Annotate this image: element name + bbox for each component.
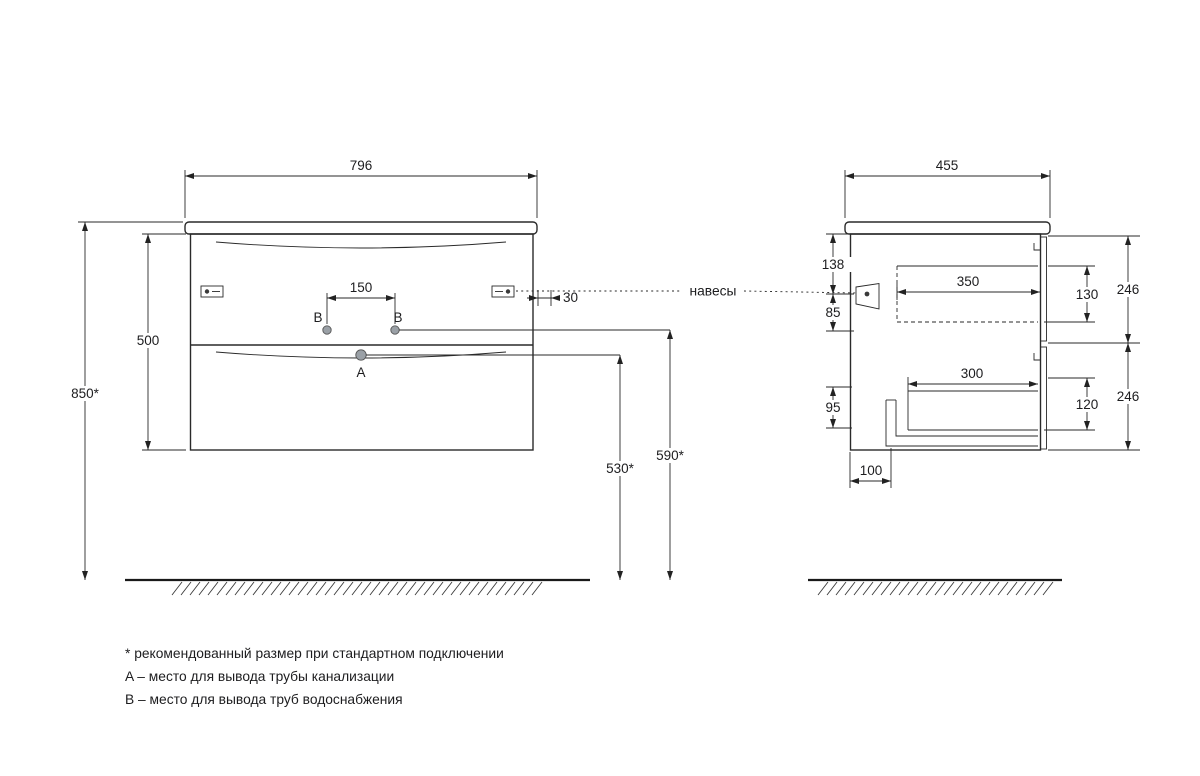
dim-drawer-bottom-depth: 300 [907, 366, 1038, 391]
dim-front-panel-bottom: 246 [1048, 343, 1147, 451]
dim-hanger-top-offset: 138 [814, 233, 854, 295]
dim-drain-offset: 100 [849, 448, 892, 488]
front-hanger-left [200, 285, 224, 298]
dim-drawer-top-depth: 350 [896, 274, 1040, 300]
point-a-label: A [356, 365, 365, 380]
dim-drain-height-label: 530* [606, 461, 635, 476]
point-b2-label: B [393, 310, 402, 325]
hangers-callout-label: навесы [690, 284, 737, 299]
dim-front-height-label: 500 [137, 333, 160, 348]
drain-outlet-a [355, 349, 367, 361]
dim-hanger-offset: 30 [527, 290, 578, 306]
water-outlet-b1 [322, 325, 332, 335]
side-drawer-front-top [1040, 236, 1047, 342]
dim-front-panel-bottom-label: 246 [1117, 389, 1140, 404]
footnotes: * рекомендованный размер при стандартном… [125, 646, 504, 707]
side-cabinet-body [849, 233, 1042, 451]
dim-hanger-gap: 85 [818, 294, 854, 332]
dim-side-depth-label: 455 [936, 158, 959, 173]
side-countertop [844, 221, 1051, 235]
dim-front-panel-top-label: 246 [1117, 282, 1140, 297]
side-view: 455 138 85 350 [814, 158, 1147, 488]
dim-drawer-top-height-label: 130 [1076, 287, 1099, 302]
front-hanger-right [491, 285, 515, 298]
footnote-point-b: B – место для вывода труб водоснабжения [125, 692, 403, 707]
dim-water-height: 590* [399, 329, 692, 580]
dim-outlets-spacing: 150 [326, 280, 396, 324]
dim-outlets-spacing-label: 150 [350, 280, 373, 295]
hangers-callout: навесы [516, 284, 859, 299]
dim-drain-offset-label: 100 [860, 463, 883, 478]
dim-hanger-gap-label: 85 [825, 305, 840, 320]
front-countertop [184, 221, 538, 235]
dim-install-height-label: 850* [71, 386, 100, 401]
dim-hanger-offset-label: 30 [563, 290, 578, 305]
footnote-point-a: A – место для вывода трубы канализации [125, 669, 394, 684]
floor-hatch-left [171, 581, 543, 596]
front-cabinet-body [189, 233, 534, 451]
water-outlet-b2 [390, 325, 400, 335]
dim-side-depth: 455 [844, 158, 1051, 218]
side-hanger [855, 282, 880, 310]
dim-water-height-label: 590* [656, 448, 685, 463]
side-drawer-front-bottom [1040, 346, 1047, 450]
point-b1-label: B [313, 310, 322, 325]
side-handle-notch-bottom [1033, 353, 1041, 361]
hanger-screw-icon [204, 289, 210, 294]
dim-drawer-top-height: 130 [1044, 265, 1106, 323]
front-view: B B A 796 500 850* [63, 158, 692, 580]
hanger-screw-icon [864, 291, 870, 297]
dim-front-width-label: 796 [350, 158, 373, 173]
dim-drawer-bottom-height-label: 120 [1076, 397, 1099, 412]
footnote-recommended-size: * рекомендованный размер при стандартном… [125, 646, 504, 661]
side-drain-pipe [885, 399, 1038, 447]
dim-lower-gap-label: 95 [825, 400, 840, 415]
dim-hanger-top-offset-label: 138 [822, 257, 845, 272]
dim-drawer-top-depth-label: 350 [957, 274, 980, 289]
dim-front-width: 796 [184, 158, 538, 218]
front-top-drawer-groove [215, 241, 507, 249]
dim-install-height: 850* [63, 221, 183, 580]
dim-lower-gap: 95 [818, 386, 852, 429]
dim-drain-height: 530* [366, 354, 642, 580]
dim-drawer-bottom-height: 120 [1044, 377, 1106, 431]
dim-front-panel-top: 246 [1048, 235, 1147, 344]
dim-front-height: 500 [129, 233, 186, 451]
side-drawer-top-box [896, 266, 1038, 323]
floor-hatch-right [817, 581, 1054, 596]
dim-drawer-bottom-depth-label: 300 [961, 366, 984, 381]
side-handle-notch-top [1033, 243, 1041, 251]
floor [125, 578, 1062, 596]
hanger-screw-icon [505, 289, 511, 294]
